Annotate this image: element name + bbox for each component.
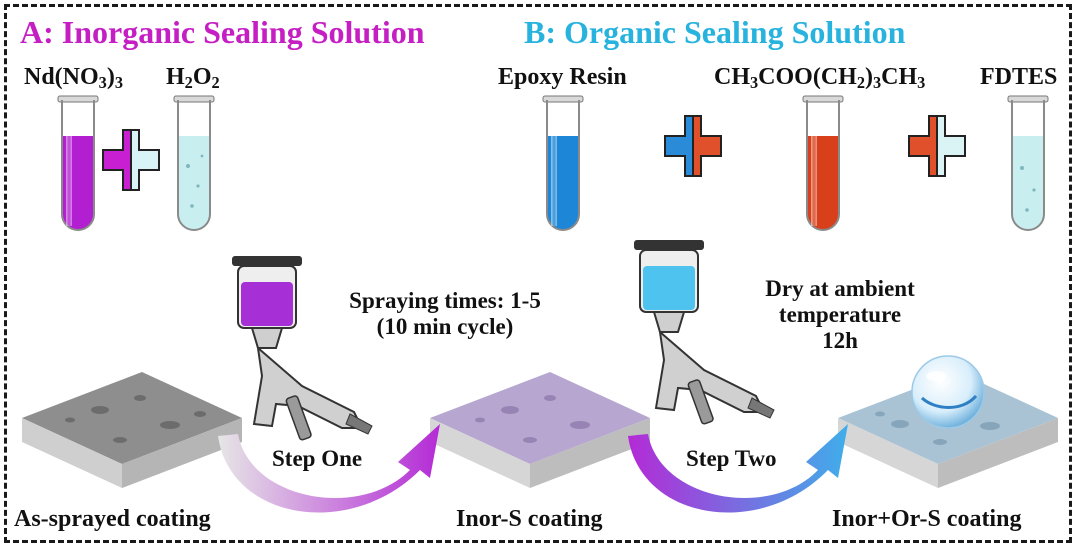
organic-solution-title: B: Organic Sealing Solution [524,14,906,50]
test-tube-fdtes [1007,95,1049,231]
test-tube-butyl-acetate [802,95,844,231]
test-tube-h2o2 [173,95,215,231]
coating-label-inor-s: Inor-S coating [456,506,603,532]
coating-block-inor-s [430,372,650,488]
reagent-label-fdtes: FDTES [980,64,1058,90]
coating-block-as-sprayed [22,372,242,488]
step-one-arrow [218,424,440,513]
spray-gun-icon [634,240,775,425]
inorganic-solution-title: A: Inorganic Sealing Solution [20,14,425,50]
reagent-label-butyl-acetate: CH3COO(CH2)3CH3 [714,64,926,93]
plus-sign-a [102,129,160,191]
coating-label-as-sprayed: As-sprayed coating [14,506,211,532]
step-two-note: Dry at ambient temperature 12h [765,276,915,353]
reagent-label-h2o2: H2O2 [166,64,220,93]
coating-label-inor-or-s: Inor+Or-S coating [832,506,1022,532]
plus-sign-b1 [664,115,722,177]
dashed-frame [4,4,1072,543]
step-one-label: Step One [272,446,363,471]
step-two-arrow [628,424,848,513]
step-two-label: Step Two [686,446,777,471]
step-one-note: Spraying times: 1-5 (10 min cycle) [349,288,541,339]
reagent-label-epoxy-resin: Epoxy Resin [498,64,627,90]
spray-gun-icon [232,256,373,441]
water-droplet-icon [911,355,985,429]
test-tube-nd-nitrate [57,95,99,231]
plus-sign-b2 [908,115,966,177]
test-tube-epoxy-resin [542,95,584,231]
reagent-label-nd-nitrate: Nd(NO3)3 [24,64,123,93]
